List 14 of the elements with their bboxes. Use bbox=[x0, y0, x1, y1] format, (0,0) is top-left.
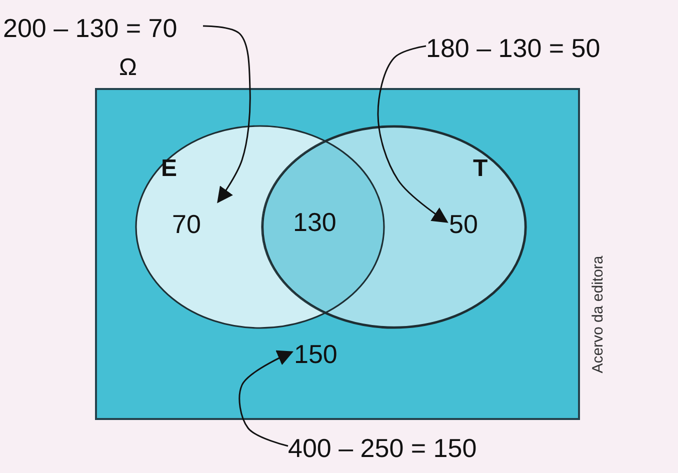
curved-arrow bbox=[238, 350, 294, 447]
region-count: 70 bbox=[172, 208, 201, 241]
calculation-text: 400 – 250 = 150 bbox=[288, 432, 477, 465]
region-count: 150 bbox=[294, 338, 338, 371]
credit-text: Acervo da editora bbox=[590, 254, 606, 376]
set-label: Ω bbox=[119, 53, 137, 83]
set-label: T bbox=[473, 154, 488, 184]
calculation-text: 200 – 130 = 70 bbox=[3, 12, 178, 45]
region-count: 50 bbox=[449, 208, 478, 241]
calculation-text: 180 – 130 = 50 bbox=[426, 32, 600, 65]
region-count: 130 bbox=[293, 206, 336, 239]
curved-arrow bbox=[203, 25, 251, 204]
set-label: E bbox=[161, 154, 178, 184]
curved-arrow bbox=[377, 45, 448, 223]
